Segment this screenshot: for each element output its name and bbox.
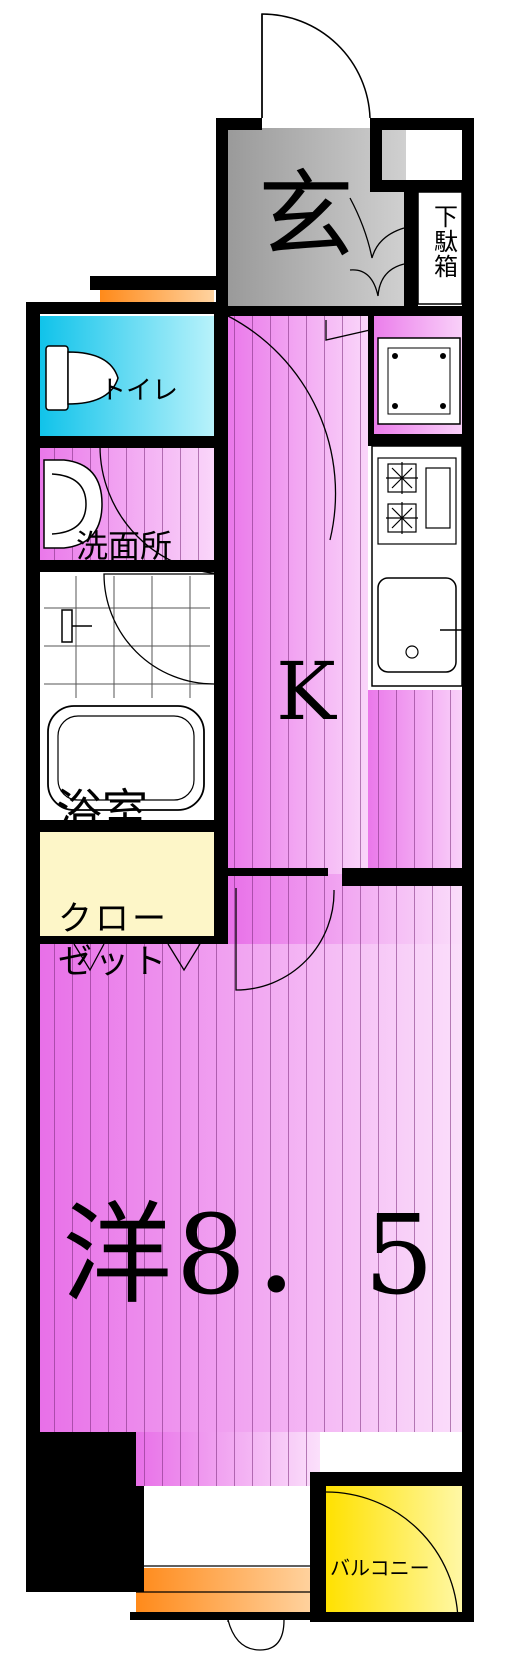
- balcony-floor: [326, 1484, 464, 1622]
- closet-floor: [40, 832, 214, 936]
- fridge-inner: [387, 347, 451, 415]
- kitchen-floor-stripes: [228, 314, 368, 874]
- western-room-label: 洋8．5: [62, 1191, 438, 1319]
- western-room-window: [136, 1568, 314, 1612]
- balcony-label: バルコニー: [330, 1556, 430, 1580]
- genkan-label: 玄: [258, 160, 354, 272]
- bathroom-label: 浴室: [56, 784, 148, 838]
- senmenjo-label: 洗面所: [76, 527, 173, 565]
- kitchen-label: K: [276, 645, 336, 738]
- entrance-door: [261, 13, 371, 119]
- closet-label: クロー ゼット: [58, 899, 169, 982]
- getabako-label: 下駄箱: [434, 203, 458, 282]
- bathtub: [47, 705, 205, 811]
- toilet-label: トイレ: [100, 376, 179, 406]
- shower-fixture: [61, 609, 92, 643]
- kitchen-sink: [377, 577, 457, 673]
- toilet-bowl: [45, 345, 119, 411]
- fridge: [377, 337, 461, 425]
- western-room-stripes: [40, 944, 468, 1432]
- kitchen-floor-right-stripes: [368, 690, 468, 874]
- washbasin: [43, 459, 103, 549]
- door-swings: [73, 197, 459, 1651]
- stove: [377, 457, 457, 545]
